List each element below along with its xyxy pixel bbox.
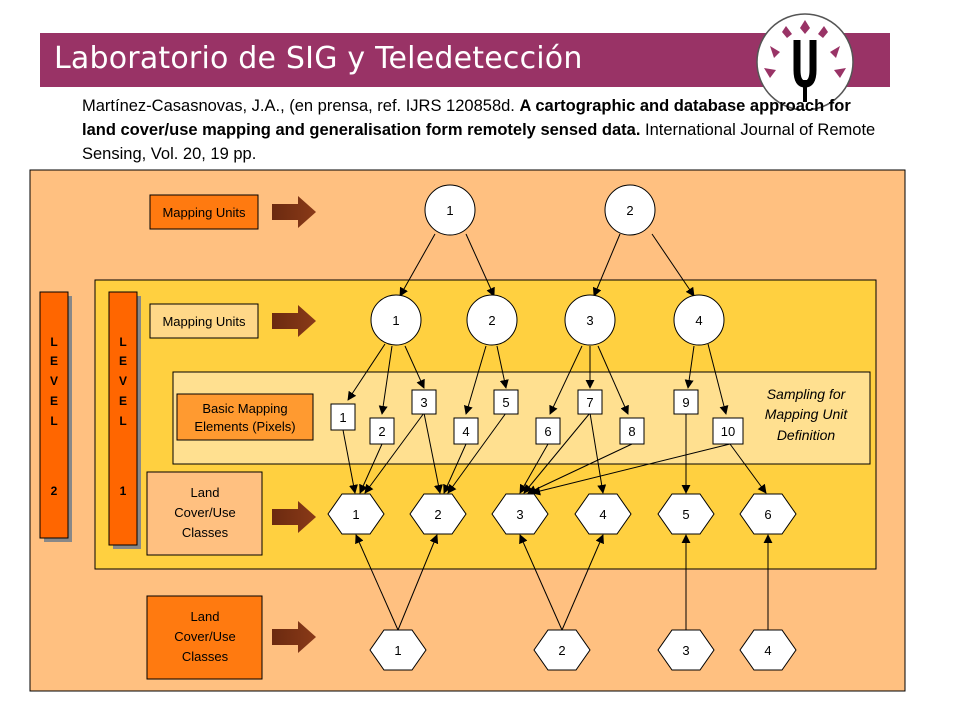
pixel-label: 5 [502,395,509,410]
basic-elements-box [176,393,314,441]
mapping-unit-node [564,294,616,346]
citation-journal: International Journal of Remote Sensing,… [82,121,876,163]
class-node [491,493,549,535]
pixel-node [369,417,395,445]
pixel-node [577,389,603,415]
pixel-node [330,403,356,431]
level2-bar [39,291,69,539]
pixel-node [411,389,437,415]
mapping-unit-label: 2 [626,203,633,218]
class-node [369,629,427,671]
pixel-label: 6 [544,424,551,439]
class-node [327,493,385,535]
land-classes-label-bottom: Land [191,609,220,624]
land-classes-box-mid [146,471,263,556]
page-title: Laboratorio de SIG y Teledetección [54,41,583,76]
level1-bar [108,291,138,546]
class-label: 5 [682,507,689,522]
connectors [342,233,773,631]
land-classes-label-mid: Classes [182,525,229,540]
level2-letter: L [50,414,57,428]
class-node [739,493,797,535]
level1-letter: 1 [120,484,127,498]
sampling-note: Mapping Unit [765,406,849,422]
level2-letter: E [50,354,58,368]
level2-letter: L [50,335,57,349]
level1-letter: E [119,354,127,368]
mapping-unit-node [370,294,422,346]
land-classes-label-bottom: Cover/Use [174,629,235,644]
mapping-units-box-top [149,194,259,230]
citation-title: A cartographic and database approach for… [82,97,851,139]
right-arrow-icon [272,501,316,533]
mapping-units-label-top: Mapping Units [162,205,246,220]
class-label: 2 [434,507,441,522]
pixel-node [619,417,645,445]
class-label: 3 [516,507,523,522]
land-classes-label-mid: Land [191,485,220,500]
pixel-node [453,417,479,445]
basic-elements-label: Basic Mapping [202,401,287,416]
pixel-label: 4 [462,424,469,439]
class-node [574,493,632,535]
level2-letter: V [50,374,58,388]
class-node [657,493,715,535]
level1-letter: V [119,374,127,388]
class-label: 4 [764,643,771,658]
basic-elements-label: Elements (Pixels) [194,419,295,434]
pixel-label: 9 [682,395,689,410]
mapping-units-box-mid [149,303,259,339]
pixel-label: 1 [339,410,346,425]
pixel-label: 3 [420,395,427,410]
mapping-unit-node [604,184,656,236]
title-bar: Laboratorio de SIG y Teledetección [40,33,890,87]
pixel-node [535,417,561,445]
right-arrow-icon [272,196,316,228]
class-node [657,629,715,671]
right-arrow-icon [272,621,316,653]
land-classes-label-mid: Cover/Use [174,505,235,520]
level1-letter: E [119,394,127,408]
class-label: 4 [599,507,606,522]
pixel-node [493,389,519,415]
class-node [739,629,797,671]
pixel-label: 10 [721,424,735,439]
level2-letter: E [50,394,58,408]
citation: Martínez-Casasnovas, J.A., (en prensa, r… [82,94,882,166]
mapping-unit-label: 1 [392,313,399,328]
level2-label: L E V E L 2 [50,335,58,498]
class-node [409,493,467,535]
sampling-note: Sampling for [767,386,847,402]
level1-letter: L [119,414,126,428]
land-classes-label-bottom: Classes [182,649,229,664]
citation-authors: Martínez-Casasnovas, J.A., (en prensa, r… [82,97,520,115]
class-label: 2 [558,643,565,658]
mapping-unit-node [673,294,725,346]
pixel-node [673,389,699,415]
class-label: 1 [394,643,401,658]
class-label: 3 [682,643,689,658]
mapping-unit-node [424,184,476,236]
level2-letter: 2 [51,484,58,498]
class-label: 1 [352,507,359,522]
class-label: 6 [764,507,771,522]
mapping-units-label-mid: Mapping Units [162,314,246,329]
mapping-unit-label: 3 [586,313,593,328]
mapping-unit-label: 1 [446,203,453,218]
level1-label: L E V E L 1 [119,335,127,498]
sampling-note: Definition [777,427,836,443]
level1-letter: L [119,335,126,349]
mapping-unit-node [466,294,518,346]
university-lleida-logo-icon [756,13,854,110]
class-node [533,629,591,671]
right-arrow-icon [272,305,316,337]
pixel-label: 7 [586,395,593,410]
mapping-unit-label: 2 [488,313,495,328]
pixel-node [712,417,744,445]
land-classes-box-bottom [146,595,263,680]
pixel-label: 8 [628,424,635,439]
pixel-label: 2 [378,424,385,439]
mapping-unit-label: 4 [695,313,702,328]
